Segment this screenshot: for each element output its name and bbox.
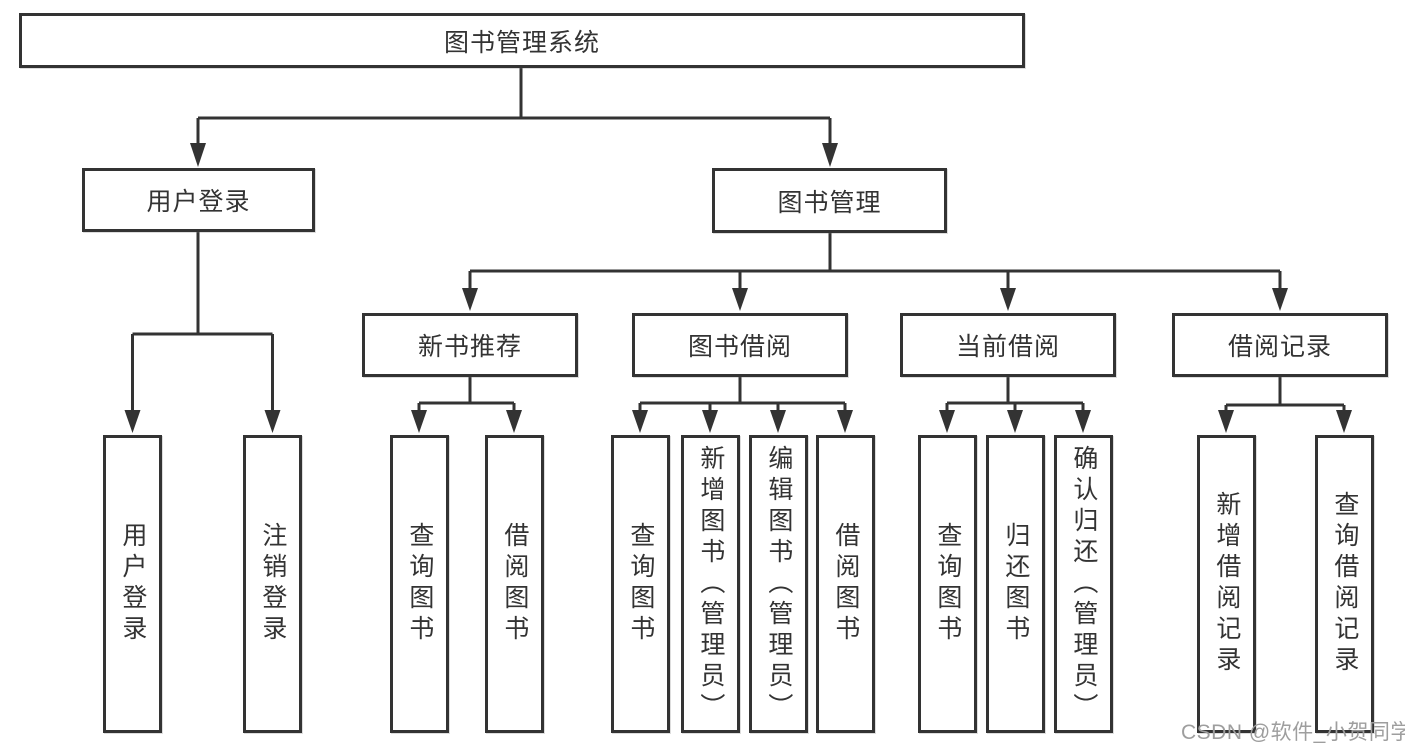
connectors-userlogin-to-leaves xyxy=(124,232,281,433)
node-label: 图书借阅 xyxy=(687,333,792,361)
node-system-root: 图书管理系统 xyxy=(19,13,1025,68)
node-label: 确认归还（管理员） xyxy=(1069,444,1098,724)
node-label: 新增图书（管理员） xyxy=(696,444,725,724)
connectors-borrowrecords-to-leaves xyxy=(1218,377,1352,433)
node-label: 当前借阅 xyxy=(955,333,1060,361)
leaf-query-books-current: 查询图书 xyxy=(918,435,977,733)
node-book-management: 图书管理 xyxy=(712,168,947,233)
node-new-book-recommend: 新书推荐 xyxy=(362,313,578,377)
csdn-watermark: CSDN @软件_小贺同学 xyxy=(1181,721,1405,744)
node-label: 借阅记录 xyxy=(1227,333,1332,361)
connectors-newbook-to-leaves xyxy=(411,377,522,433)
node-borrow-records: 借阅记录 xyxy=(1172,313,1388,377)
leaf-add-book-admin: 新增图书（管理员） xyxy=(681,435,740,733)
node-label: 图书管理系统 xyxy=(443,28,600,57)
node-book-borrow: 图书借阅 xyxy=(632,313,848,377)
connectors-bookmgmt-to-level3 xyxy=(462,232,1288,311)
node-label: 用户登录 xyxy=(146,188,251,216)
node-label: 新增借阅记录 xyxy=(1212,491,1241,677)
leaf-confirm-return-admin: 确认归还（管理员） xyxy=(1054,435,1113,733)
leaf-borrow-books-recommend: 借阅图书 xyxy=(485,435,544,733)
connectors-root-to-level2 xyxy=(190,68,838,167)
leaf-borrow-books: 借阅图书 xyxy=(816,435,875,733)
node-current-borrow: 当前借阅 xyxy=(900,313,1116,377)
node-label: 借阅图书 xyxy=(831,522,860,646)
leaf-query-books-borrow: 查询图书 xyxy=(611,435,670,733)
node-label: 图书管理 xyxy=(777,188,882,217)
node-label: 查询图书 xyxy=(626,522,655,646)
leaf-query-books-recommend: 查询图书 xyxy=(390,435,449,733)
leaf-add-borrow-record: 新增借阅记录 xyxy=(1197,435,1256,733)
node-label: 查询借阅记录 xyxy=(1330,491,1359,677)
leaf-query-borrow-record: 查询借阅记录 xyxy=(1315,435,1374,733)
node-label: 新书推荐 xyxy=(417,333,522,361)
node-label: 查询图书 xyxy=(933,522,962,646)
node-label: 用户登录 xyxy=(118,522,147,646)
node-label: 借阅图书 xyxy=(500,522,529,646)
leaf-edit-book-admin: 编辑图书（管理员） xyxy=(749,435,808,733)
connectors-currentborrow-to-leaves xyxy=(939,377,1091,433)
node-label: 编辑图书（管理员） xyxy=(764,444,793,724)
leaf-return-book: 归还图书 xyxy=(986,435,1045,733)
node-label: 查询图书 xyxy=(405,522,434,646)
leaf-user-login: 用户登录 xyxy=(103,435,162,733)
node-user-login: 用户登录 xyxy=(82,168,315,232)
node-label: 归还图书 xyxy=(1001,522,1030,646)
leaf-logout: 注销登录 xyxy=(243,435,302,733)
node-label: 注销登录 xyxy=(258,522,287,646)
connectors-bookborrow-to-leaves xyxy=(632,377,853,433)
